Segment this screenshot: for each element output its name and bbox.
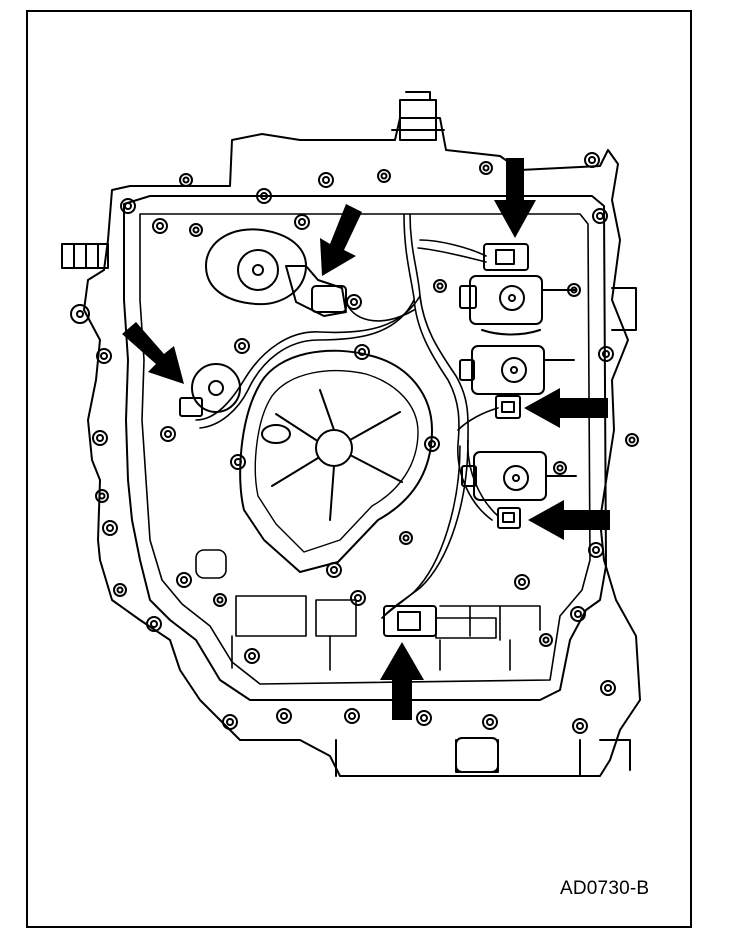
figure-code: AD0730-B	[560, 878, 650, 899]
top-plug	[391, 91, 445, 141]
arrow-left	[122, 322, 184, 384]
lower-pan	[335, 739, 631, 777]
callout-arrows	[122, 158, 610, 720]
lower-boss	[455, 737, 499, 773]
detent-hub	[237, 249, 279, 291]
valve-body-bolts	[152, 214, 581, 647]
ford-oval	[261, 424, 291, 444]
wiring-harness	[195, 213, 499, 619]
right-shaft	[611, 287, 637, 331]
gasket-flange	[123, 195, 607, 701]
connector-right-lower	[497, 507, 521, 529]
case-outline	[83, 117, 641, 777]
left-shaft	[61, 243, 109, 269]
lower-valves	[195, 549, 541, 671]
arrow-right-lower	[528, 500, 610, 540]
left-sensor-body	[191, 363, 241, 413]
connector-top	[483, 243, 529, 271]
tr-sensor	[285, 265, 347, 317]
arrow-right-upper	[524, 388, 608, 428]
filter-hub	[315, 429, 353, 467]
arrow-bottom	[380, 642, 424, 720]
connector-right-upper	[495, 395, 521, 419]
arrow-top-left	[320, 204, 362, 276]
filter-plate	[239, 349, 433, 573]
arrow-top-center	[494, 158, 536, 238]
gasket-inner	[139, 213, 591, 685]
case-bolts	[70, 152, 639, 734]
